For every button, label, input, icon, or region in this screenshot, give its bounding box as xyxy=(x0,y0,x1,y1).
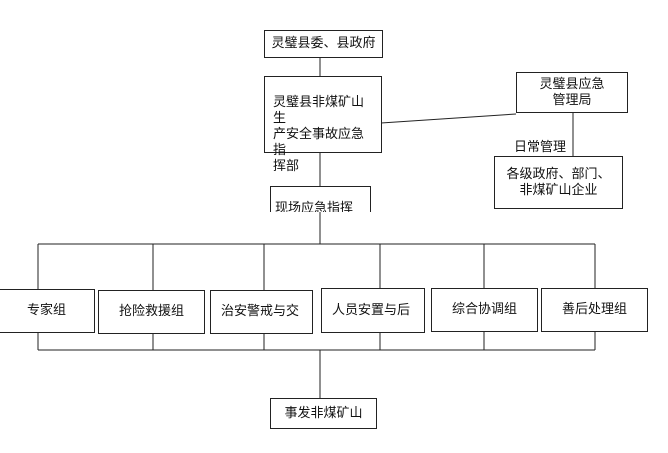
group-expert-label: 专家组 xyxy=(26,303,66,318)
command-hq-line-1: 灵璧县非煤矿山生 xyxy=(273,95,365,126)
group-personnel-box: 人员安置与后 xyxy=(321,288,425,333)
field-command-box: 现场应急指挥 xyxy=(270,186,371,212)
command-hq-line-2: 产安全事故应急指 xyxy=(273,127,365,158)
group-personnel-label: 人员安置与后 xyxy=(332,303,411,318)
command-hq-line-3: 挥部 xyxy=(273,159,300,174)
emergency-bureau-box: 灵璧县应急 管理局 xyxy=(516,72,628,113)
group-coordination-label: 综合协调组 xyxy=(451,302,517,317)
incident-mine-label: 事发非煤矿山 xyxy=(284,405,363,421)
gov-departments-box: 各级政府、部门、 非煤矿山企业 xyxy=(494,156,623,209)
daily-management-label: 日常管理 xyxy=(514,140,567,155)
group-aftermath-box: 善后处理组 xyxy=(541,288,648,332)
group-security-box: 治安警戒与交 xyxy=(210,290,313,334)
group-expert-box: 专家组 xyxy=(0,289,95,333)
incident-mine-box: 事发非煤矿山 xyxy=(270,398,377,429)
connector-hq-to-bureau xyxy=(380,113,517,124)
group-security-label: 治安警戒与交 xyxy=(221,304,300,319)
emergency-bureau-line-1: 灵璧县应急 xyxy=(539,76,605,92)
group-rescue-box: 抢险救援组 xyxy=(98,290,205,334)
group-aftermath-label: 善后处理组 xyxy=(561,302,627,317)
command-hq-box: 灵璧县非煤矿山生 产安全事故应急指 挥部 xyxy=(264,76,382,174)
county-committee-label: 灵璧县委、县政府 xyxy=(271,36,376,51)
emergency-bureau-line-2: 管理局 xyxy=(552,92,592,108)
group-coordination-box: 综合协调组 xyxy=(431,288,538,332)
gov-departments-line-1: 各级政府、部门、 xyxy=(506,166,611,182)
county-committee-box: 灵璧县委、县政府 xyxy=(264,30,383,58)
gov-departments-line-2: 非煤矿山企业 xyxy=(519,182,598,198)
field-command-label: 现场应急指挥 xyxy=(275,201,354,212)
group-rescue-label: 抢险救援组 xyxy=(118,304,184,319)
